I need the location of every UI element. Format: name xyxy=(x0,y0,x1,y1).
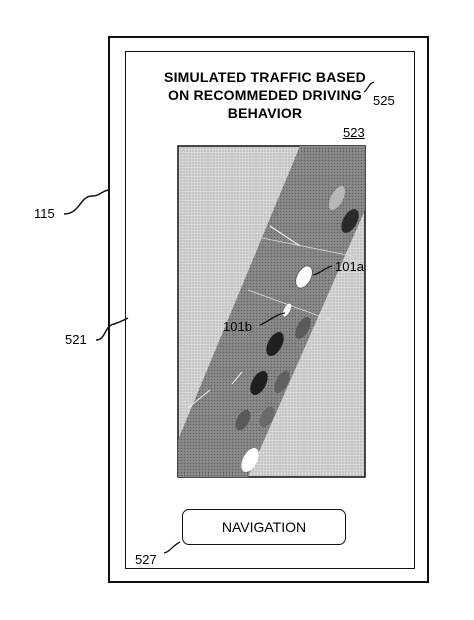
vehicle xyxy=(235,409,251,431)
road xyxy=(178,146,365,477)
title-line-2: ON RECOMMEDED DRIVING xyxy=(168,87,362,103)
ref-521: 521 xyxy=(65,332,87,347)
leader-line-527 xyxy=(163,541,181,554)
ref-527: 527 xyxy=(135,552,157,567)
screen-frame xyxy=(125,51,415,569)
vehicle xyxy=(266,332,284,356)
leader-line-101a xyxy=(312,265,333,276)
navigation-button-label: NAVIGATION xyxy=(221,519,307,535)
vehicle xyxy=(250,371,268,395)
road-marking xyxy=(187,389,211,409)
ref-101a: 101a xyxy=(335,259,364,274)
navigation-button[interactable]: NAVIGATION xyxy=(182,509,346,545)
vehicle-101a xyxy=(295,265,313,289)
leader-line-101b xyxy=(259,312,286,326)
device-frame xyxy=(108,36,429,583)
leader-line-115 xyxy=(63,189,109,215)
vehicle xyxy=(241,448,259,472)
title-line-1: SIMULATED TRAFFIC BASED xyxy=(164,69,366,85)
vehicle xyxy=(259,406,275,428)
ref-115: 115 xyxy=(34,206,55,221)
ref-523: 523 xyxy=(343,125,365,140)
road-marking xyxy=(269,225,301,247)
vehicle xyxy=(295,317,311,339)
vehicle xyxy=(328,186,346,210)
leader-line-525 xyxy=(363,81,375,93)
vehicle xyxy=(341,209,359,233)
ref-525: 525 xyxy=(373,93,395,108)
title-line-3: BEHAVIOR xyxy=(227,105,303,121)
vehicle xyxy=(274,371,290,393)
leader-line-521 xyxy=(95,317,129,341)
road-marking xyxy=(261,237,353,257)
road-marking xyxy=(231,371,243,385)
traffic-map[interactable] xyxy=(177,145,366,478)
ref-101b: 101b xyxy=(223,319,252,334)
screen-title: SIMULATED TRAFFIC BASED ON RECOMMEDED DR… xyxy=(150,68,380,122)
